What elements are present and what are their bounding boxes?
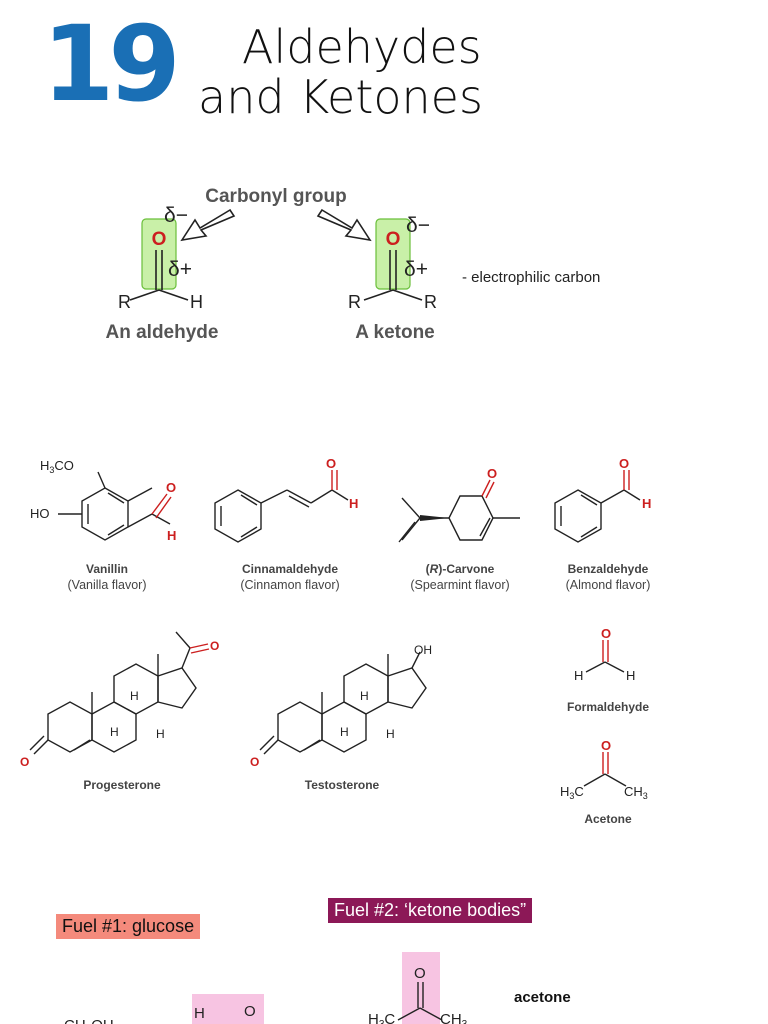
aldehyde-r: R	[118, 292, 131, 312]
arrow-left-icon	[180, 208, 236, 242]
arrow-right-icon	[316, 208, 372, 242]
aldehyde-highlight	[141, 218, 177, 290]
svg-text:O: O	[250, 755, 259, 769]
svg-text:H: H	[340, 725, 349, 739]
aldehyde-delta-plus: δ+	[168, 258, 192, 281]
ketone-delta-plus: δ+	[404, 258, 428, 281]
ketone-oxygen: O	[386, 229, 401, 250]
vanillin-use: (Vanilla flavor)	[67, 578, 147, 592]
svg-text:H: H	[642, 496, 651, 511]
svg-text:H3CO: H3CO	[40, 458, 74, 475]
svg-text:CH2OH: CH2OH	[64, 1017, 114, 1024]
svg-text:H: H	[360, 689, 369, 703]
chapter-number: 19	[42, 3, 181, 125]
title-line-2: and Ketones	[198, 70, 483, 124]
chapter-title: Aldehydes and Ketones	[198, 22, 483, 122]
small-ketone-structures: O H H O H3C CH3	[560, 626, 648, 801]
acetone-fuel-label: acetone	[514, 989, 571, 1006]
aldehyde-delta-minus: δ−	[164, 204, 188, 227]
svg-text:HO: HO	[30, 506, 50, 521]
testosterone-label: Testosterone	[304, 778, 380, 792]
svg-text:H: H	[130, 689, 139, 703]
steroid-structures: H H H H H H OH O O O	[20, 631, 432, 769]
ketone-delta-minus: δ−	[406, 214, 430, 237]
svg-text:H: H	[349, 496, 358, 511]
electrophilic-note: - electrophilic carbon	[462, 269, 600, 286]
svg-text:H: H	[574, 668, 583, 683]
svg-text:H: H	[626, 668, 635, 683]
svg-text:O: O	[244, 1003, 256, 1020]
fuel1-label: Fuel #1: glucose	[56, 914, 201, 939]
cinnamaldehyde-name: Cinnamaldehyde	[241, 562, 339, 576]
carvone-use: (Spearmint flavor)	[410, 578, 510, 592]
svg-text:O: O	[326, 456, 336, 471]
ketone-r2: R	[424, 292, 437, 312]
title-line-1: Aldehydes	[242, 20, 482, 74]
svg-text:H: H	[110, 725, 119, 739]
benzaldehyde-name: Benzaldehyde	[567, 562, 649, 576]
svg-text:H3C: H3C	[368, 1011, 395, 1024]
formaldehyde-label: Formaldehyde	[566, 700, 650, 714]
svg-text:H: H	[194, 1005, 205, 1022]
svg-text:O: O	[487, 466, 497, 481]
vanillin-name: Vanillin	[85, 562, 128, 576]
svg-text:H: H	[167, 528, 176, 543]
svg-text:H: H	[386, 727, 395, 741]
svg-text:O: O	[619, 456, 629, 471]
svg-text:CH3: CH3	[440, 1011, 468, 1024]
svg-text:O: O	[166, 480, 176, 495]
svg-text:CH3: CH3	[624, 784, 648, 801]
ketone-r1: R	[348, 292, 361, 312]
acetone-small-label: Acetone	[584, 812, 632, 826]
carbonyl-diagram: Carbonyl group O R H δ− δ+ An aldehyde O…	[106, 186, 601, 343]
svg-text:O: O	[210, 639, 219, 653]
ketone-highlight	[375, 218, 411, 290]
progesterone-label: Progesterone	[83, 778, 161, 792]
svg-text:O: O	[414, 965, 426, 982]
svg-text:OH: OH	[414, 643, 432, 657]
svg-text:O: O	[20, 755, 29, 769]
benzaldehyde-use: (Almond flavor)	[565, 578, 651, 592]
aldehyde-h: H	[190, 292, 203, 312]
svg-text:O: O	[601, 626, 611, 641]
flavor-structures: H3CO HO O H O H O O H	[30, 456, 651, 543]
carvone-name: (R)-Carvone	[425, 562, 495, 576]
svg-text:H3C: H3C	[560, 784, 584, 801]
aldehyde-label: An aldehyde	[106, 322, 219, 343]
cinnamaldehyde-use: (Cinnamon flavor)	[240, 578, 340, 592]
svg-text:H: H	[156, 727, 165, 741]
svg-text:O: O	[601, 738, 611, 753]
aldehyde-oxygen: O	[152, 229, 167, 250]
fuel2-label: Fuel #2: ‘ketone bodies”	[328, 898, 533, 923]
ketone-label: A ketone	[355, 322, 435, 343]
carbonyl-group-label: Carbonyl group	[205, 186, 346, 207]
fuel-structures: O H3C CH3 H O CH2OH acetone	[64, 952, 571, 1024]
